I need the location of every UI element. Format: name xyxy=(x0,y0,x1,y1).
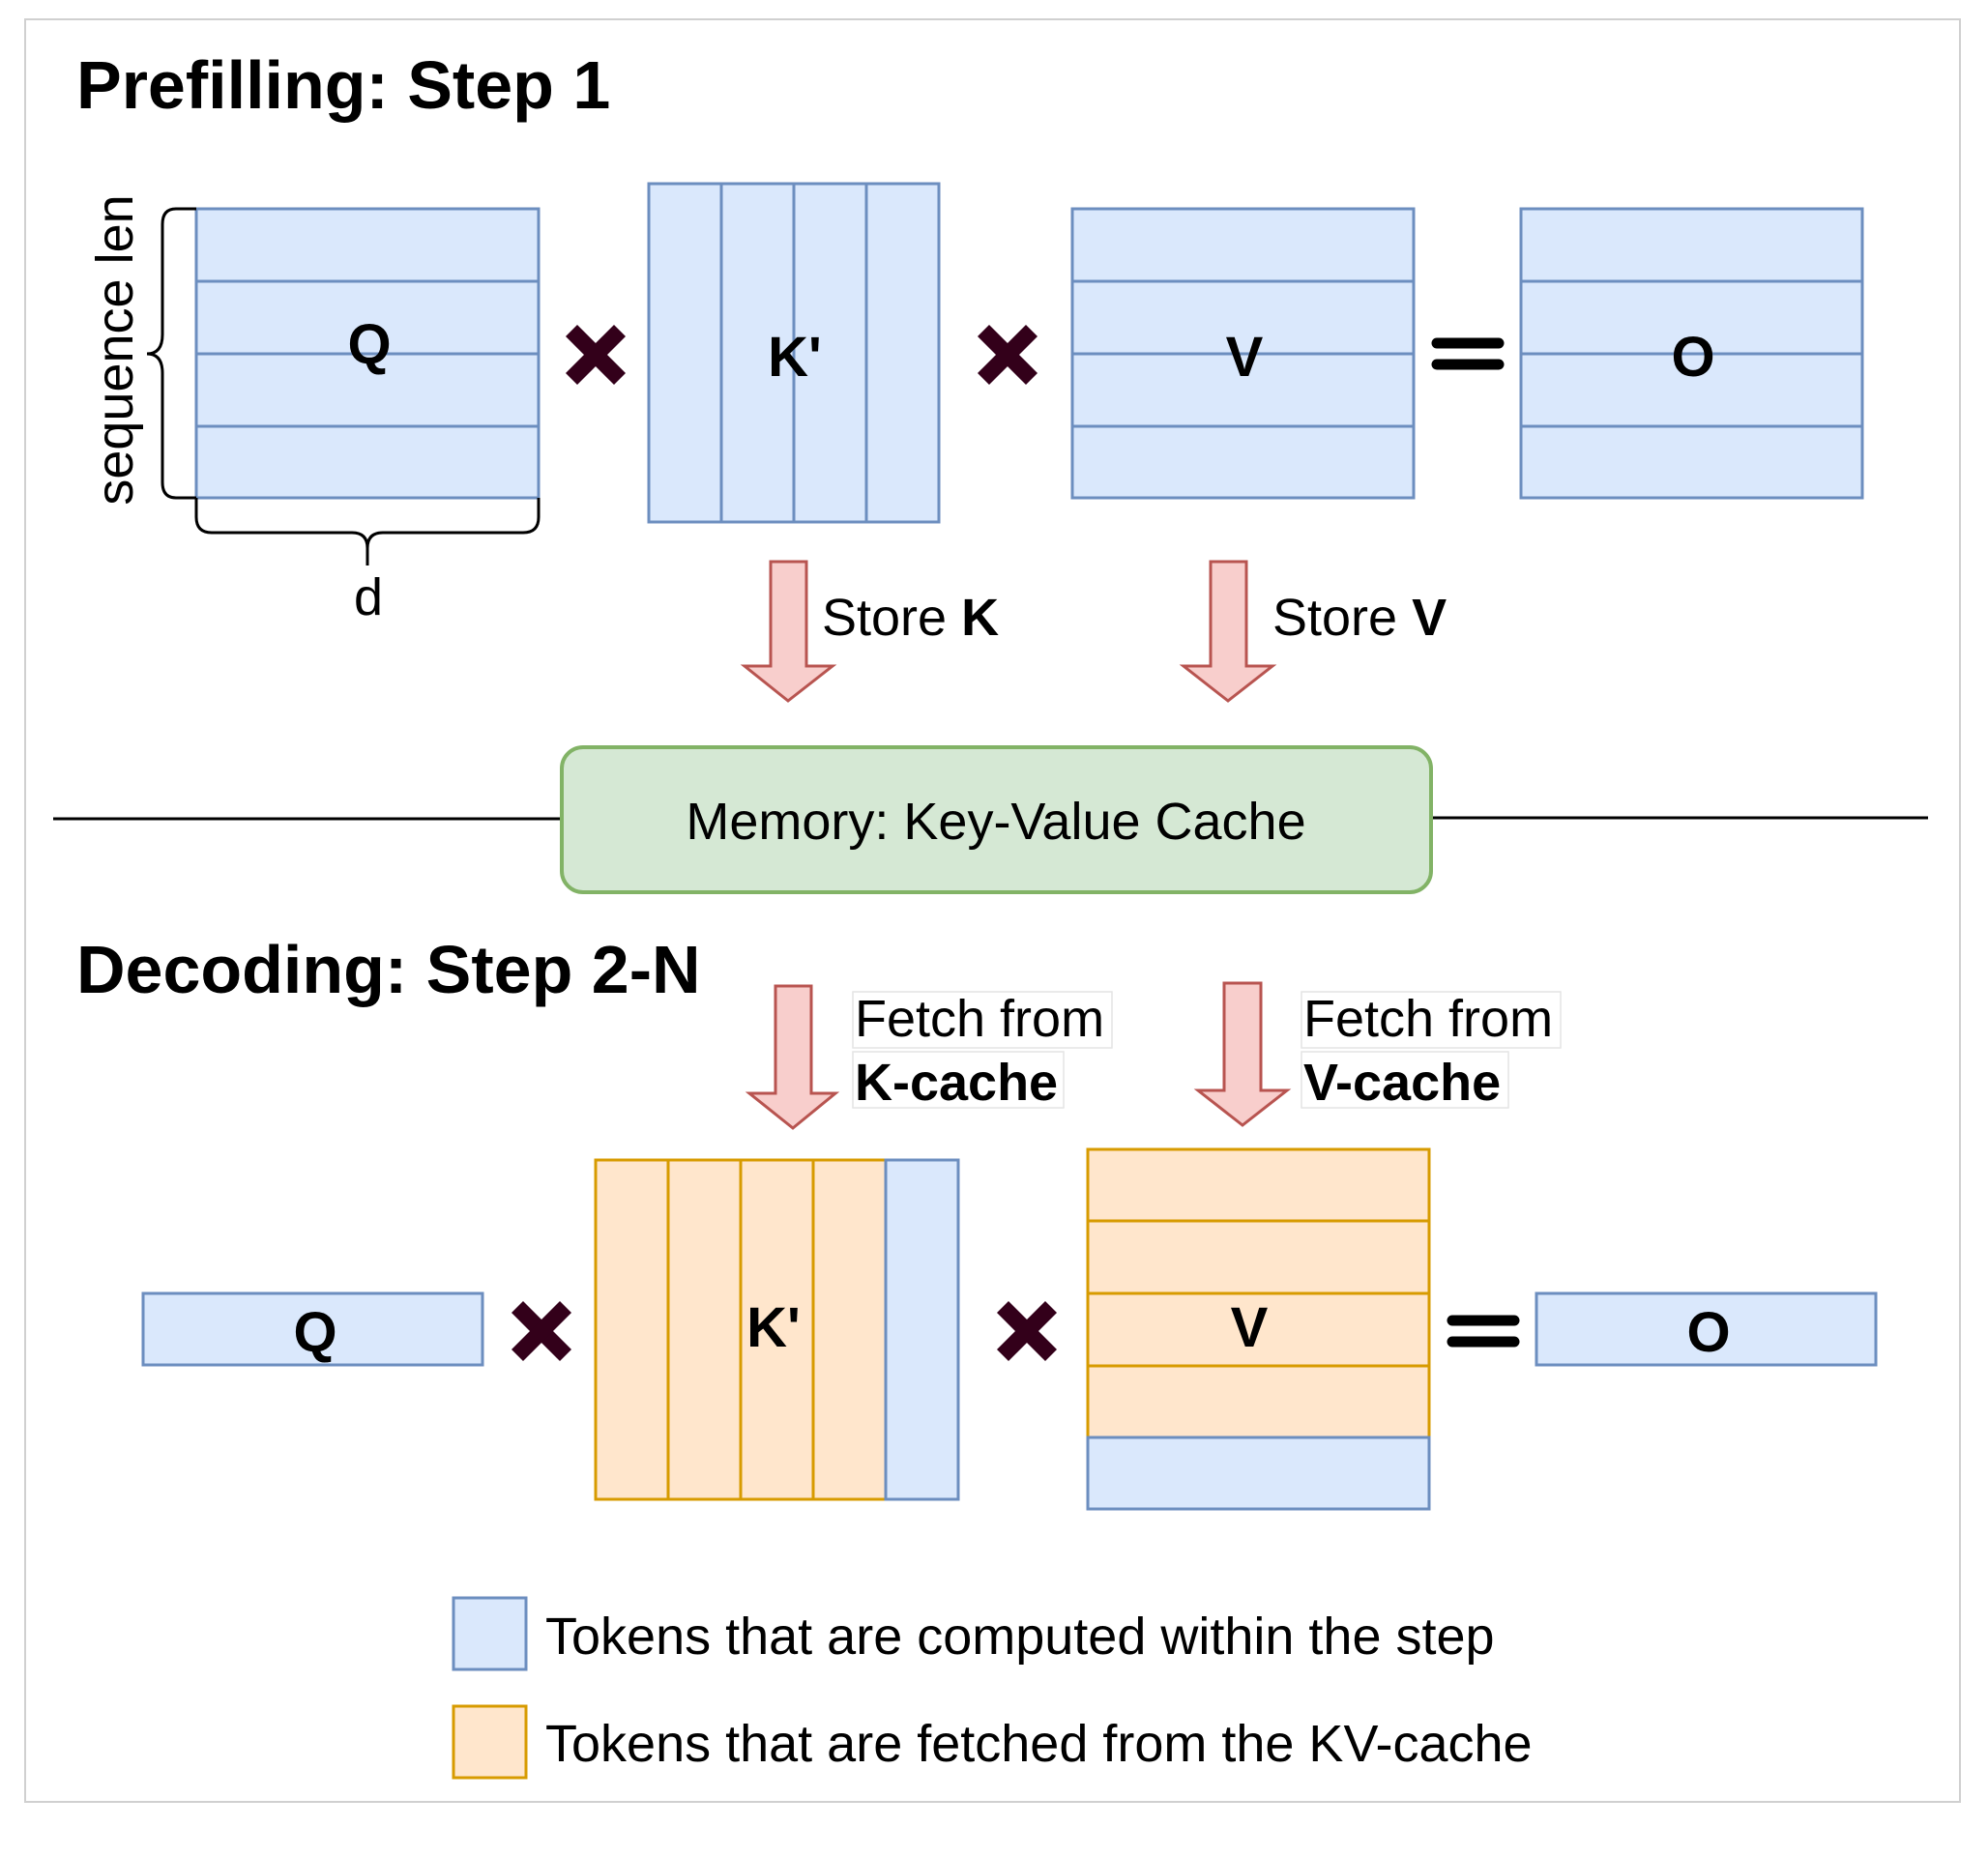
d-label: d xyxy=(354,568,383,626)
fetch-k-arrow-icon xyxy=(745,984,840,1130)
prefill-v-matrix: V xyxy=(1070,207,1416,500)
store-v-label: Store V xyxy=(1272,589,1447,647)
memory-label: Memory: Key-Value Cache xyxy=(686,793,1305,851)
fetch-v-arrow-icon xyxy=(1193,981,1292,1127)
prefill-title: Prefilling: Step 1 xyxy=(76,47,610,123)
seq-len-brace xyxy=(146,207,196,500)
legend-swatch-fetched xyxy=(452,1704,528,1780)
decode-title: Decoding: Step 2-N xyxy=(76,932,701,1007)
times-icon xyxy=(565,324,627,386)
d-brace xyxy=(194,498,541,566)
legend: Tokens that are computed within the step… xyxy=(452,1596,1533,1780)
fetch-v-line1: Fetch from xyxy=(1303,990,1553,1048)
prefill-k-matrix: K' xyxy=(647,182,941,524)
store-v-arrow-icon xyxy=(1179,560,1277,703)
legend-fetched-label: Tokens that are fetched from the KV-cach… xyxy=(545,1715,1533,1773)
legend-swatch-computed xyxy=(452,1596,528,1671)
times-icon xyxy=(977,324,1038,386)
prefill-k-label: K' xyxy=(768,326,822,389)
seq-len-label: sequence len xyxy=(86,194,144,505)
equals-icon xyxy=(1431,337,1505,370)
fetch-v-line2: V-cache xyxy=(1303,1054,1501,1112)
decode-k-label: K' xyxy=(746,1296,801,1359)
decode-k-matrix: K' xyxy=(594,1158,960,1501)
prefill-o-label: O xyxy=(1671,326,1714,389)
times-icon xyxy=(511,1300,572,1362)
legend-computed-label: Tokens that are computed within the step xyxy=(545,1608,1495,1666)
decode-o-vector: O xyxy=(1535,1291,1878,1367)
decode-o-label: O xyxy=(1686,1301,1730,1364)
decode-q-vector: Q xyxy=(141,1291,484,1367)
prefill-q-label: Q xyxy=(347,313,391,376)
fetch-k-line1: Fetch from xyxy=(855,990,1104,1048)
times-icon xyxy=(996,1300,1058,1362)
decode-v-label: V xyxy=(1231,1296,1269,1359)
decode-v-matrix: V xyxy=(1086,1147,1431,1511)
prefill-o-matrix: O xyxy=(1519,207,1864,500)
prefill-q-matrix: Q xyxy=(194,207,541,500)
decode-q-label: Q xyxy=(293,1301,336,1364)
prefill-v-label: V xyxy=(1226,326,1264,389)
memory-kv-cache-box xyxy=(560,745,1433,894)
store-k-arrow-icon xyxy=(740,560,837,703)
store-k-label: Store K xyxy=(822,589,999,647)
fetch-k-line2: K-cache xyxy=(855,1054,1058,1112)
equals-icon xyxy=(1447,1315,1520,1348)
